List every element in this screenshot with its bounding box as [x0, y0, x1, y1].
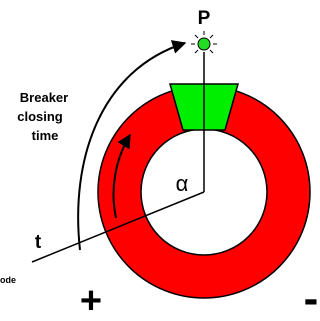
indicator-lamp-icon — [191, 31, 217, 54]
breaker-label-line3: time — [32, 128, 59, 143]
rotation-arrow — [112, 133, 131, 219]
breaker-label-line1: Breaker — [20, 90, 68, 105]
mode-fragment-label: ode — [0, 275, 16, 285]
time-axis-line — [31, 191, 205, 263]
alpha-label: α — [176, 171, 189, 196]
closing-time-arrow — [77, 40, 187, 251]
p-label: P — [198, 8, 211, 29]
red-ring — [97, 85, 311, 299]
minus-sign: - — [304, 274, 319, 321]
t-label: t — [35, 232, 42, 253]
breaker-label-line2: closing — [17, 109, 63, 124]
plus-sign: + — [80, 280, 102, 321]
